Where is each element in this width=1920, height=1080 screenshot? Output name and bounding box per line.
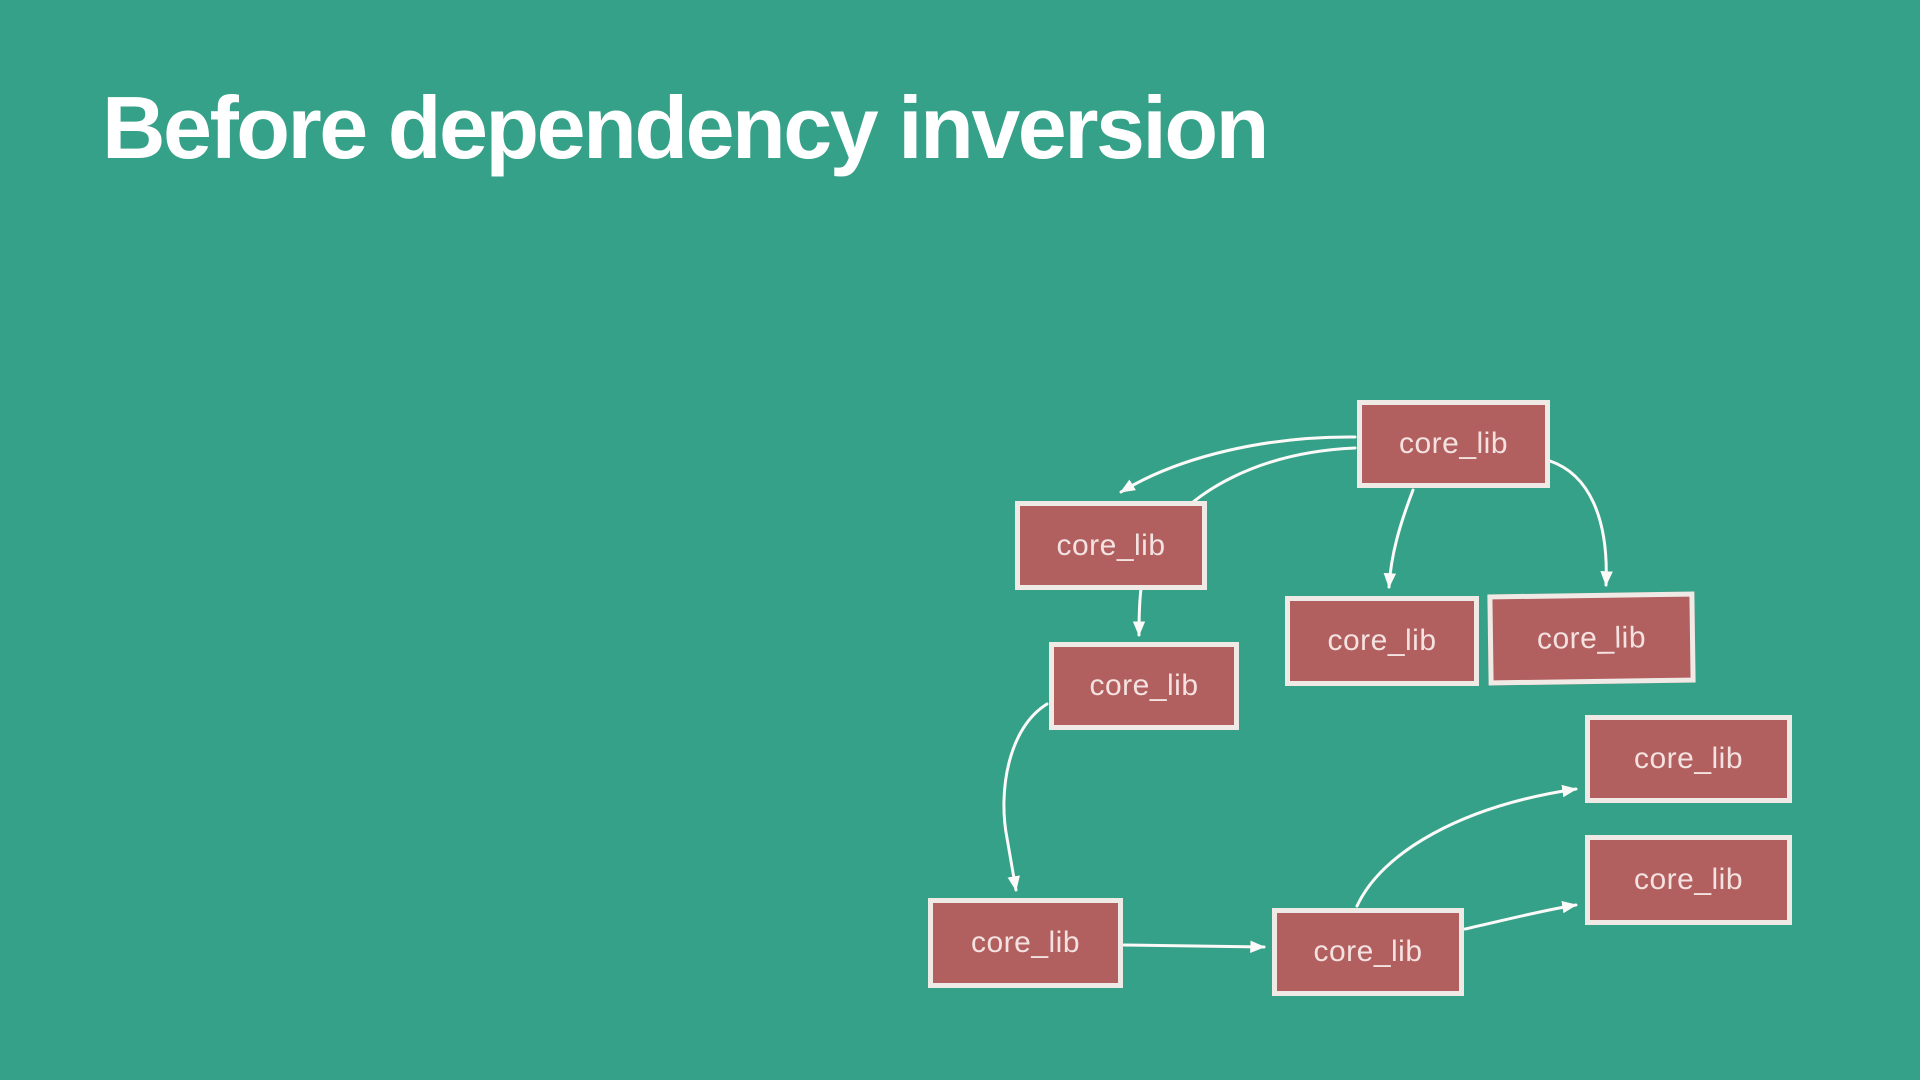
dependency-arrow-n9-n7: [1463, 900, 1578, 931]
dependency-arrow-n8-n9: [1122, 940, 1266, 954]
dependency-arrow-n3-n8: [1002, 702, 1049, 892]
dependency-node-n2: core_lib: [1015, 501, 1207, 590]
node-label: core_lib: [1313, 935, 1423, 968]
dependency-arrow-n1-n4: [1383, 488, 1415, 589]
node-label: core_lib: [1056, 528, 1166, 562]
node-label: core_lib: [1633, 742, 1744, 775]
node-label: core_lib: [1327, 624, 1437, 657]
dependency-node-n6: core_lib: [1585, 715, 1792, 803]
node-label: core_lib: [1633, 863, 1744, 896]
node-label: core_lib: [1089, 669, 1199, 702]
dependency-arrow-n9-n6: [1355, 784, 1578, 908]
dependency-arrow-n1-n5: [1548, 459, 1613, 587]
slide-title: Before dependency inversion: [102, 78, 1269, 177]
dependency-node-n8: core_lib: [928, 898, 1123, 988]
dependency-arrow-n1-n2: [1119, 435, 1357, 494]
node-label: core_lib: [970, 926, 1081, 959]
node-label: core_lib: [1536, 620, 1647, 656]
dependency-node-n7: core_lib: [1585, 835, 1792, 925]
node-label: core_lib: [1398, 427, 1509, 460]
dependency-node-n9: core_lib: [1272, 908, 1464, 996]
dependency-node-n4: core_lib: [1285, 596, 1479, 686]
dependency-node-n1: core_lib: [1357, 400, 1550, 488]
dependency-node-n5: core_lib: [1487, 591, 1696, 686]
dependency-node-n3: core_lib: [1049, 642, 1239, 730]
